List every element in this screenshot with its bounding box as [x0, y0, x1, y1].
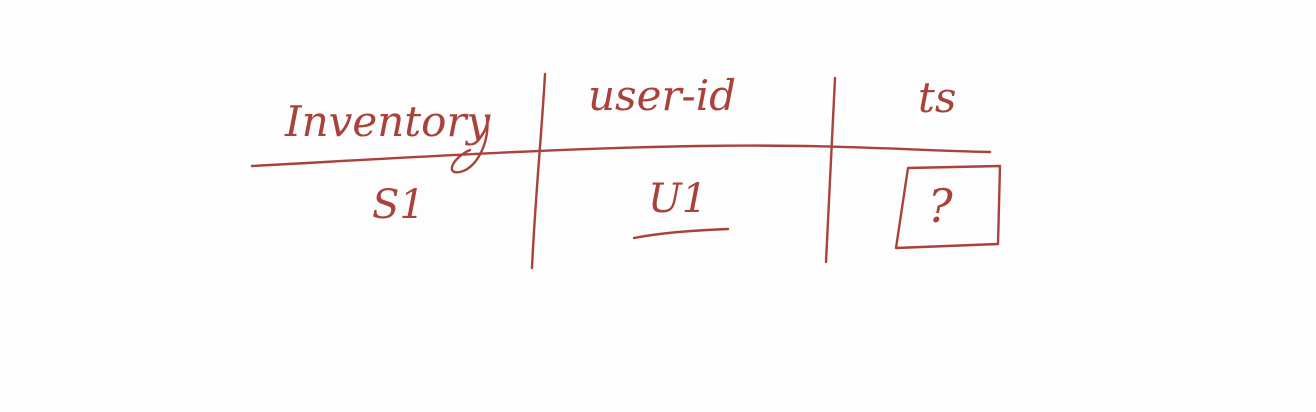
cell-ts-unknown: ?	[928, 179, 953, 233]
column-divider-1	[530, 72, 547, 270]
cell-inventory: S1	[372, 182, 425, 228]
header-ts: ts	[918, 73, 956, 122]
ts-value-box	[894, 164, 1002, 250]
column-divider-2	[824, 76, 837, 264]
header-inventory: Inventory	[284, 97, 492, 146]
inventory-descender-loop	[450, 116, 489, 174]
header-divider-line	[250, 144, 992, 168]
user-id-underline	[632, 227, 730, 240]
header-user-id: user-id	[588, 71, 736, 120]
cell-user-id: U1	[648, 176, 707, 222]
